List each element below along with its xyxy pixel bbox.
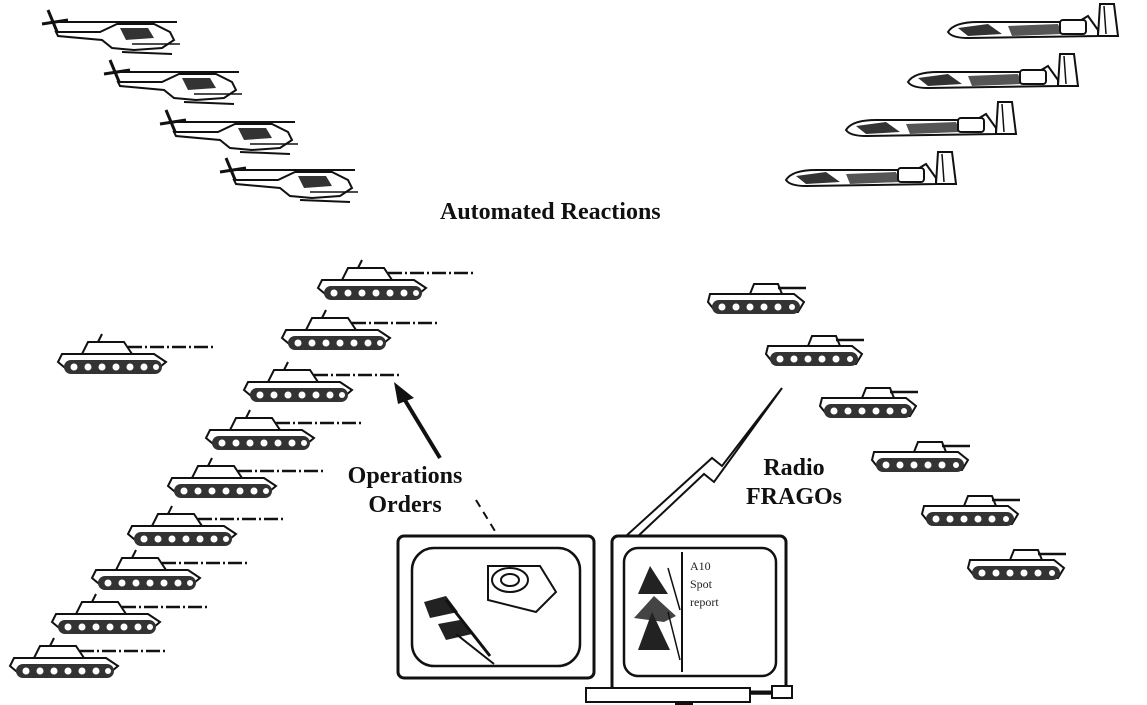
- radio-link: [625, 387, 783, 539]
- tank: [166, 456, 328, 500]
- tank: [280, 308, 442, 352]
- radio-fragos-label: Radio FRAGOs: [734, 454, 854, 512]
- ifv: [920, 494, 1022, 528]
- map-monitor: [396, 534, 596, 680]
- tank: [204, 408, 366, 452]
- diagram-title: Automated Reactions: [440, 199, 661, 225]
- ifv: [818, 386, 920, 420]
- a10-aircraft: [907, 53, 1079, 89]
- operations-orders-label: Operations Orders: [320, 462, 490, 520]
- ifv: [764, 334, 866, 368]
- operations-label-line-1: Operations: [347, 463, 463, 489]
- helicopter: [102, 58, 244, 106]
- a10-aircraft: [845, 101, 1017, 137]
- ifv: [966, 548, 1068, 582]
- helicopter: [40, 8, 182, 56]
- tank: [50, 592, 212, 636]
- tank: [242, 360, 404, 404]
- radio-label-line-2: FRAGOs: [746, 483, 842, 510]
- a10-aircraft: [947, 3, 1119, 39]
- tank: [90, 548, 252, 592]
- tank: [56, 332, 218, 376]
- tank: [126, 504, 288, 548]
- operations-label-line-2: Orders: [368, 491, 442, 518]
- helicopter-formation: [40, 8, 360, 204]
- helicopter: [218, 156, 360, 204]
- a10-aircraft: [785, 151, 957, 187]
- tank: [316, 258, 478, 302]
- tank: [8, 636, 170, 680]
- screen-text: A10 Spot report: [690, 559, 719, 609]
- aircraft-formation: [785, 3, 1119, 187]
- radio-label-line-1: Radio: [763, 455, 825, 481]
- ifv: [706, 282, 808, 316]
- ifv: [870, 440, 972, 474]
- helicopter: [158, 108, 300, 156]
- computer-monitor: A10 Spot report: [585, 534, 793, 705]
